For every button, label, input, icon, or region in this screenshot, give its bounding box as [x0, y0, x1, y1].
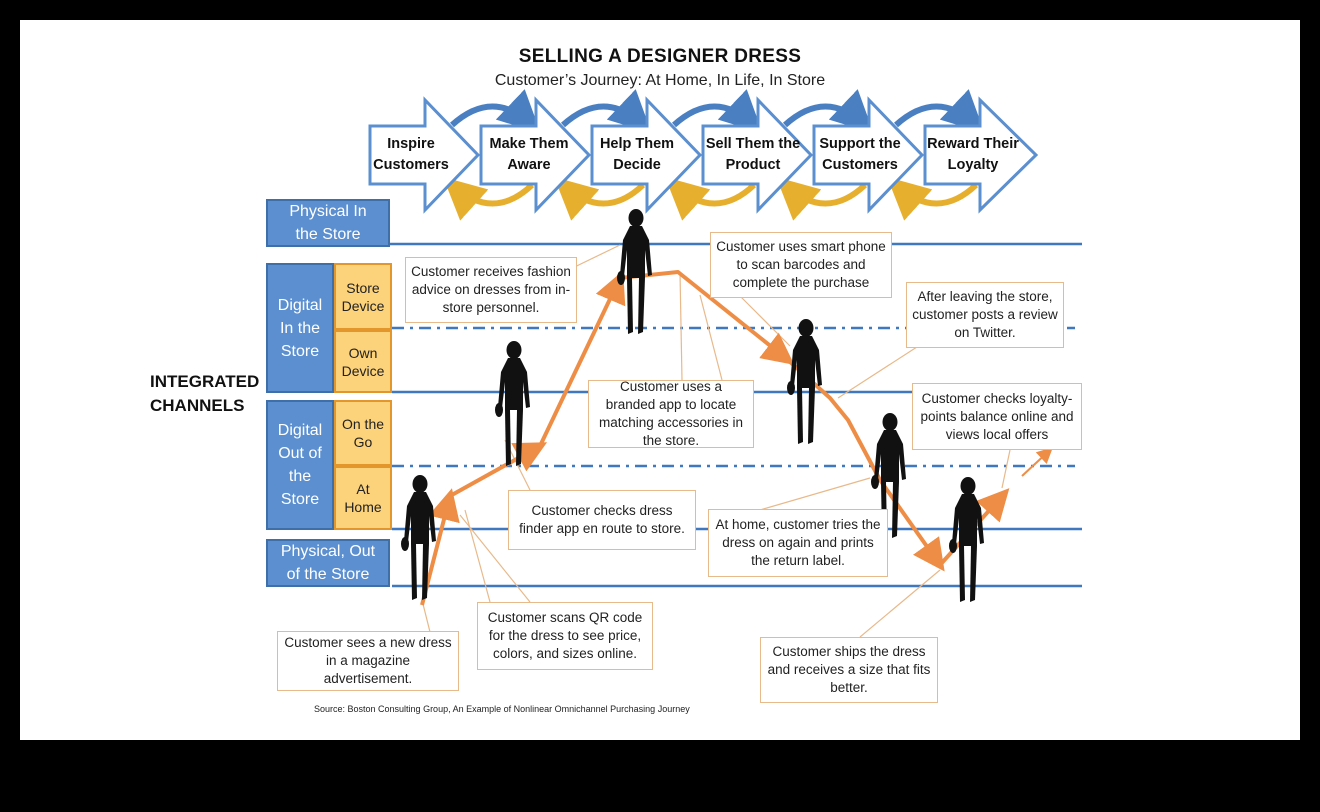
cycle-arrow-gold-1	[443, 176, 535, 221]
source-note: Source: Boston Consulting Group, An Exam…	[314, 704, 690, 714]
stage-chevron-2	[479, 96, 592, 214]
diagram-subtitle: Customer’s Journey: At Home, In Life, In…	[494, 72, 826, 89]
diagram-title: SELLING A DESIGNER DRESS	[518, 46, 802, 67]
customer-silhouette-1	[401, 475, 436, 600]
stage-chevron-3	[590, 96, 703, 214]
callout-branded-app: Customer uses a branded app to locate ma…	[588, 379, 754, 448]
customer-silhouette-4	[787, 319, 822, 444]
cycle-arrow-blue-3	[671, 89, 763, 134]
stage-chevrons	[368, 96, 1039, 214]
cycle-arrow-gold-2	[554, 176, 646, 221]
stage-chevron-4	[701, 96, 814, 214]
callout-fashion-advice: Customer receives fashion advice on dres…	[405, 257, 577, 323]
cycle-arrow-gold-4	[776, 176, 868, 221]
callout-qr-code: Customer scans QR code for the dress to …	[477, 602, 653, 670]
customer-silhouette-2	[495, 341, 530, 466]
stage-chevron-1	[368, 96, 481, 214]
callout-loyalty-points: Customer checks loyalty-points balance o…	[912, 383, 1082, 450]
callout-at-home-tries: At home, customer tries the dress on aga…	[708, 509, 888, 577]
callout-magazine: Customer sees a new dress in a magazine …	[277, 631, 459, 691]
customer-silhouette-6	[949, 477, 984, 602]
cycle-arrow-blue-1	[449, 89, 541, 134]
cycle-arrow-blue-4	[782, 89, 874, 134]
journey-arrowheads	[428, 270, 1053, 572]
customer-silhouette-3	[617, 209, 652, 334]
stage-chevron-6	[923, 96, 1039, 214]
callout-review-twitter: After leaving the store, customer posts …	[906, 282, 1064, 348]
callout-ships-dress: Customer ships the dress and receives a …	[760, 637, 938, 703]
callout-smart-phone: Customer uses smart phone to scan barcod…	[710, 232, 892, 298]
integrated-channels-label: INTEGRATED CHANNELS	[150, 372, 260, 415]
cycle-arrow-gold-5	[887, 176, 979, 221]
stage-cycle-arrows	[443, 89, 985, 221]
cycle-arrow-gold-3	[665, 176, 757, 221]
cycle-arrow-blue-2	[560, 89, 652, 134]
cycle-arrow-blue-5	[893, 89, 985, 134]
stage-chevron-5	[812, 96, 925, 214]
callout-dress-finder: Customer checks dress finder app en rout…	[508, 490, 696, 550]
